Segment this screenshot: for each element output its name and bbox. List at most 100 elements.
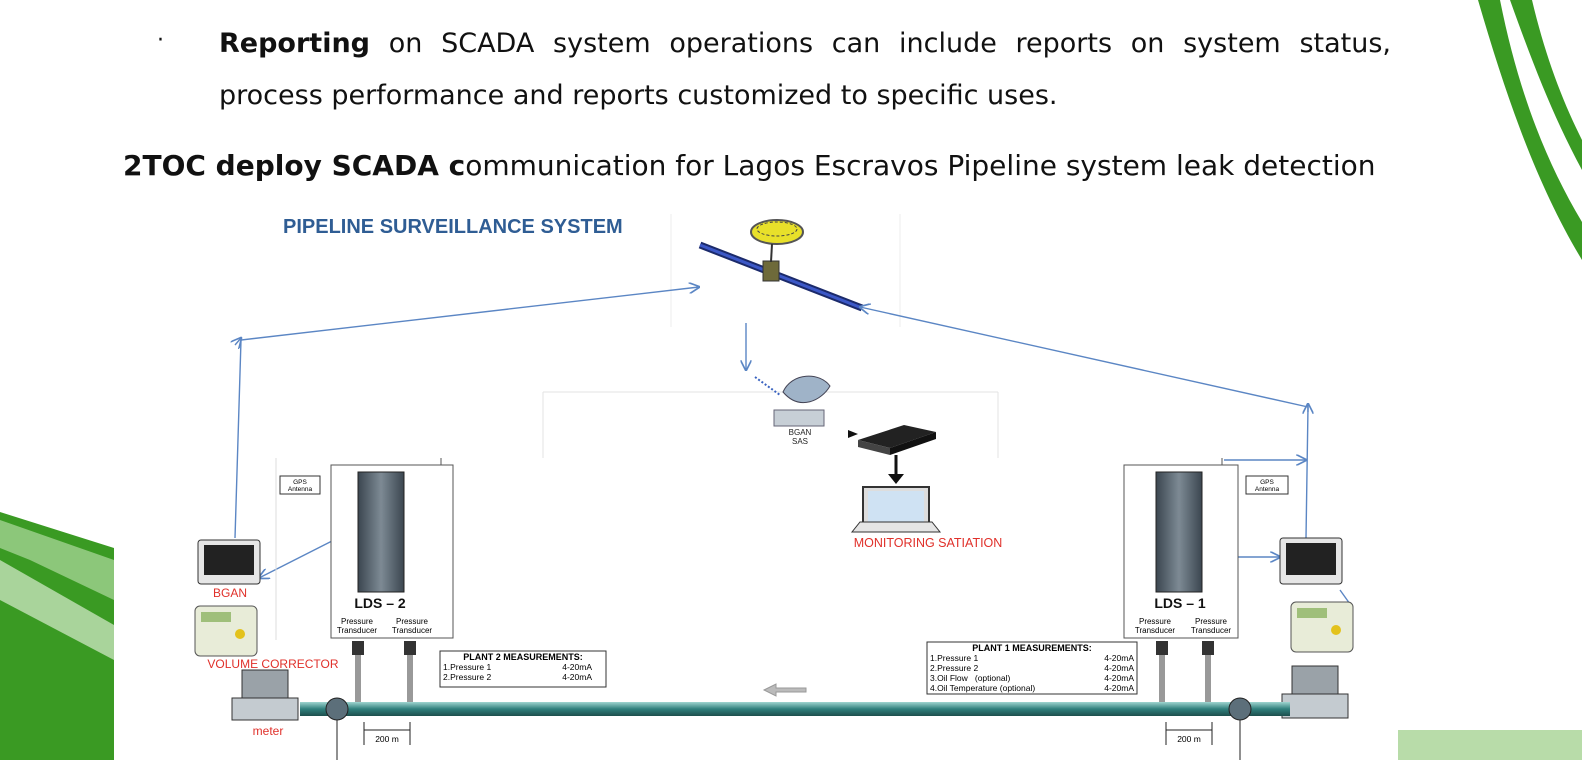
bottom-right-block (1398, 730, 1582, 760)
dish-base (773, 409, 825, 427)
lds2-label: LDS – 2 (354, 595, 406, 611)
satellite-body (762, 260, 780, 282)
gps-right-label-2: Antenna (1255, 486, 1280, 493)
lds2-pt-b-2: Transducer (392, 626, 433, 635)
bgan-terminal-left-icon (197, 539, 261, 585)
plant1-row-1-value: 4-20mA (1104, 653, 1134, 663)
lds1-pt-a-1: Pressure (1139, 617, 1172, 626)
top-right-arc-inner (1510, 0, 1582, 170)
server-icon (848, 425, 936, 455)
plant1-row-4-value: 4-20mA (1104, 683, 1134, 693)
flow-direction-arrow (762, 683, 807, 697)
meter-right-body (1291, 665, 1339, 695)
plant2-row-1-value: 4-20mA (562, 662, 592, 672)
link-left-to-satellite (234, 287, 699, 539)
server-input-arrow (848, 430, 858, 438)
meter-left-icon (231, 669, 299, 721)
link-left-up-arrow (235, 338, 241, 345)
bgan-sas-label-2: SAS (792, 437, 808, 446)
transducer-right-a-head (1156, 641, 1168, 655)
link-lds2-to-bgan (259, 540, 333, 578)
server-front (890, 432, 936, 455)
plant1-row-4-label: 4.Oil Temperature (optional) (930, 683, 1035, 693)
top-right-arc-outer (1478, 0, 1582, 260)
lds2-pt-a-2: Transducer (337, 626, 378, 635)
gps-left-label-1: GPS (293, 479, 307, 486)
bullet-dot: · (157, 28, 164, 53)
meter-right-flange (1281, 693, 1349, 719)
ground-dish-icon (754, 375, 831, 427)
bgan-left-panel (204, 545, 254, 575)
heading-rest: ommunication for Lagos Escravos Pipeline… (465, 149, 1376, 182)
server-body (858, 425, 936, 448)
bullet-text: Reporting on SCADA system operations can… (219, 18, 1391, 122)
dish-signal (754, 376, 781, 396)
bgan-right-panel (1286, 543, 1336, 575)
plant2-measurements-box (439, 650, 607, 688)
pipeline-valve-left (325, 697, 349, 721)
plant1-row-3-label: 3.Oil Flow (optional) (930, 673, 1010, 683)
monitoring-computer-icon (850, 486, 942, 533)
monitor-screen (868, 491, 924, 522)
lds1-label: LDS – 1 (1154, 595, 1206, 611)
heading-bold: 2TOC deploy SCADA c (123, 149, 466, 182)
meter-left-flange (231, 697, 299, 721)
distance-label-right: 200 m (1177, 734, 1201, 744)
plant1-title: PLANT 1 MEASUREMENTS: (972, 643, 1092, 653)
lds1-cabinet-icon (1155, 471, 1203, 593)
satellite-dish (750, 219, 804, 245)
gps-antenna-right (1245, 475, 1289, 495)
plant1-row-3-value: 4-20mA (1104, 673, 1134, 683)
corrector-left-knob (235, 629, 245, 639)
volume-corrector-label: VOLUME CORRECTOR (207, 657, 338, 671)
bullet-term: Reporting (219, 28, 371, 59)
bullet-body: on SCADA system operations can include r… (219, 28, 1391, 111)
meter-left-body (241, 669, 289, 699)
plant2-title: PLANT 2 MEASUREMENTS: (463, 652, 583, 662)
transducer-left-a-stem (355, 655, 361, 702)
transducer-left-a-head (352, 641, 364, 655)
volume-corrector-right-icon (1290, 601, 1354, 653)
transducer-right-b-icon (1202, 641, 1214, 702)
meter-right-icon (1281, 665, 1349, 719)
server-to-monitor-arrowhead (888, 474, 904, 484)
gps-antenna-left (279, 475, 321, 495)
monitoring-station-label: MONITORING SATIATION (854, 536, 1003, 550)
lds2-pt-a-1: Pressure (341, 617, 374, 626)
distance-label-left: 200 m (375, 734, 399, 744)
keyboard (850, 521, 942, 533)
bgan-label: BGAN (213, 586, 247, 600)
meter-label: meter (253, 724, 284, 738)
bgan-terminal-right-icon (1279, 537, 1343, 585)
lds1-pt-b-2: Transducer (1191, 626, 1232, 635)
plant1-row-2-value: 4-20mA (1104, 663, 1134, 673)
plant2-row-1-label: 1.Pressure 1 (443, 662, 491, 672)
plant2-row-2-value: 4-20mA (562, 672, 592, 682)
plant2-row-2-label: 2.Pressure 2 (443, 672, 491, 682)
transducer-left-b-icon (404, 641, 416, 702)
lds2-pt-b-1: Pressure (396, 617, 429, 626)
volume-corrector-left-icon (194, 605, 258, 657)
diagram-title: PIPELINE SURVEILLANCE SYSTEM (283, 216, 623, 238)
bottom-left-light-band (0, 520, 114, 600)
satellite-mast (770, 243, 773, 263)
transducer-left-b-stem (407, 655, 413, 702)
transducer-left-a-icon (352, 641, 364, 702)
satellite-dish-ring (756, 221, 798, 237)
gps-right-label-1: GPS (1260, 479, 1274, 486)
section-heading: 2TOC deploy SCADA communication for Lago… (123, 145, 1423, 187)
pipeline (300, 702, 1290, 716)
satellite-solar-panel-highlight (699, 243, 863, 310)
server-side (858, 440, 890, 455)
transducer-right-b-head (1202, 641, 1214, 655)
plant1-measurements-box (926, 641, 1138, 695)
transducer-right-a-icon (1156, 641, 1168, 702)
bgan-sas-label-1: BGAN (789, 428, 812, 437)
corrector-right-knob (1331, 625, 1341, 635)
satellite-icon (698, 219, 864, 312)
plant1-row-1-label: 1.Pressure 1 (930, 653, 978, 663)
corrector-left-display (201, 612, 231, 622)
dish-reflector (782, 375, 831, 403)
